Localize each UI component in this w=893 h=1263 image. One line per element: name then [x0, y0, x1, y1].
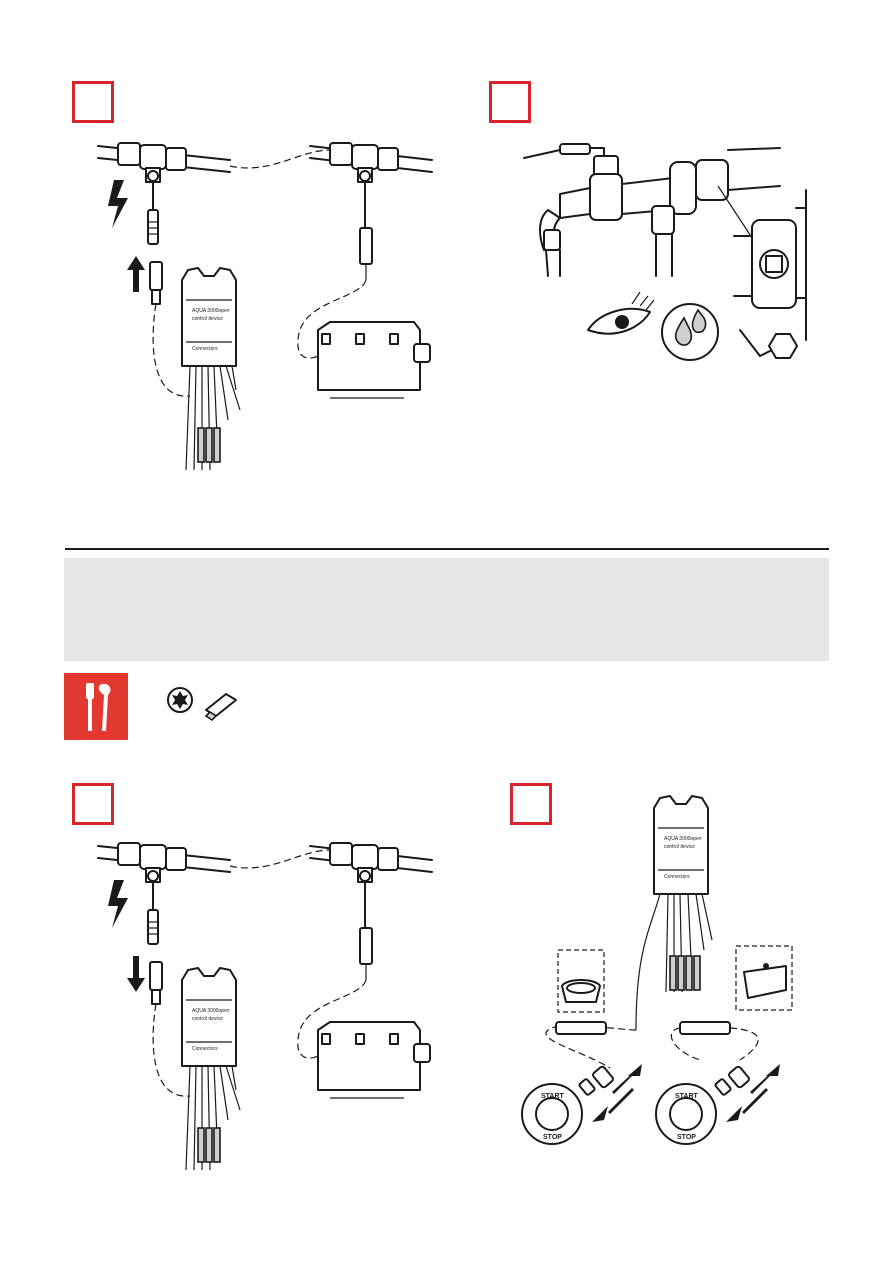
- control-device-4: AQUA 3000open control device Connectors: [635, 795, 713, 1031]
- toilet-fixture-icon: [557, 949, 605, 1013]
- torx-bit-icon: [204, 693, 237, 722]
- arrow-down-icon: [127, 956, 145, 992]
- push-button-stop-label: STOP: [677, 1134, 696, 1141]
- device-label-line1: AQUA 3000open: [192, 308, 230, 314]
- arrow-up-icon: [127, 256, 145, 292]
- arrow-disconnect-icon-right: [726, 1088, 768, 1122]
- solenoid-unit-1: [317, 321, 431, 399]
- illustration-step-3: AQUA 3000open control device Connectors: [97, 842, 433, 1171]
- device-label-line2: control device: [192, 316, 223, 322]
- torx-tool-icons: [167, 687, 237, 722]
- lightning-icon: [108, 180, 128, 228]
- illustration-step-4: AQUA 3000open control device Connectors …: [521, 795, 793, 1145]
- push-button-stop-label: STOP: [543, 1134, 562, 1141]
- torx-icon: [167, 687, 193, 713]
- device-label-line1: AQUA 3000open: [192, 1008, 230, 1014]
- step-number-box-4: [510, 783, 552, 825]
- washbasin-fixture-icon: [735, 945, 793, 1011]
- control-device-1: AQUA 3000open control device Connectors: [181, 267, 241, 471]
- tools-icon: [86, 683, 111, 731]
- control-device-3: AQUA 3000open control device Connectors: [181, 967, 241, 1171]
- illustration-step-1: AQUA 3000open control device Connectors: [97, 142, 807, 471]
- tools-badge: [64, 673, 128, 740]
- arrow-connect-icon-right: [750, 1064, 780, 1094]
- device-connectors-heading: Connectors: [664, 874, 690, 880]
- arrow-connect-icon-left: [612, 1064, 642, 1094]
- water-drops-icon: [661, 303, 719, 361]
- push-button-right: START STOP: [655, 1083, 717, 1145]
- device-label-line2: control device: [664, 844, 695, 850]
- solenoid-unit-3: [317, 1021, 431, 1099]
- section-divider: [65, 548, 829, 550]
- hexagon-icon: [768, 333, 798, 359]
- device-label-line1: AQUA 3000open: [664, 836, 702, 842]
- step-number-box-3: [72, 783, 114, 825]
- lightning-icon: [108, 880, 128, 928]
- push-button-start-label: START: [675, 1093, 699, 1100]
- push-button-left: START STOP: [521, 1083, 583, 1145]
- hex-key-icon: [739, 329, 773, 357]
- step-number-box-1: [72, 81, 114, 123]
- step-number-box-2: [489, 81, 531, 123]
- arrow-disconnect-icon-left: [592, 1088, 634, 1122]
- device-label-line2: control device: [192, 1016, 223, 1022]
- eye-icon: [587, 291, 655, 335]
- section-heading-band: [64, 558, 829, 661]
- push-button-start-label: START: [541, 1093, 565, 1100]
- device-connectors-heading: Connectors: [192, 1046, 218, 1052]
- device-connectors-heading: Connectors: [192, 346, 218, 352]
